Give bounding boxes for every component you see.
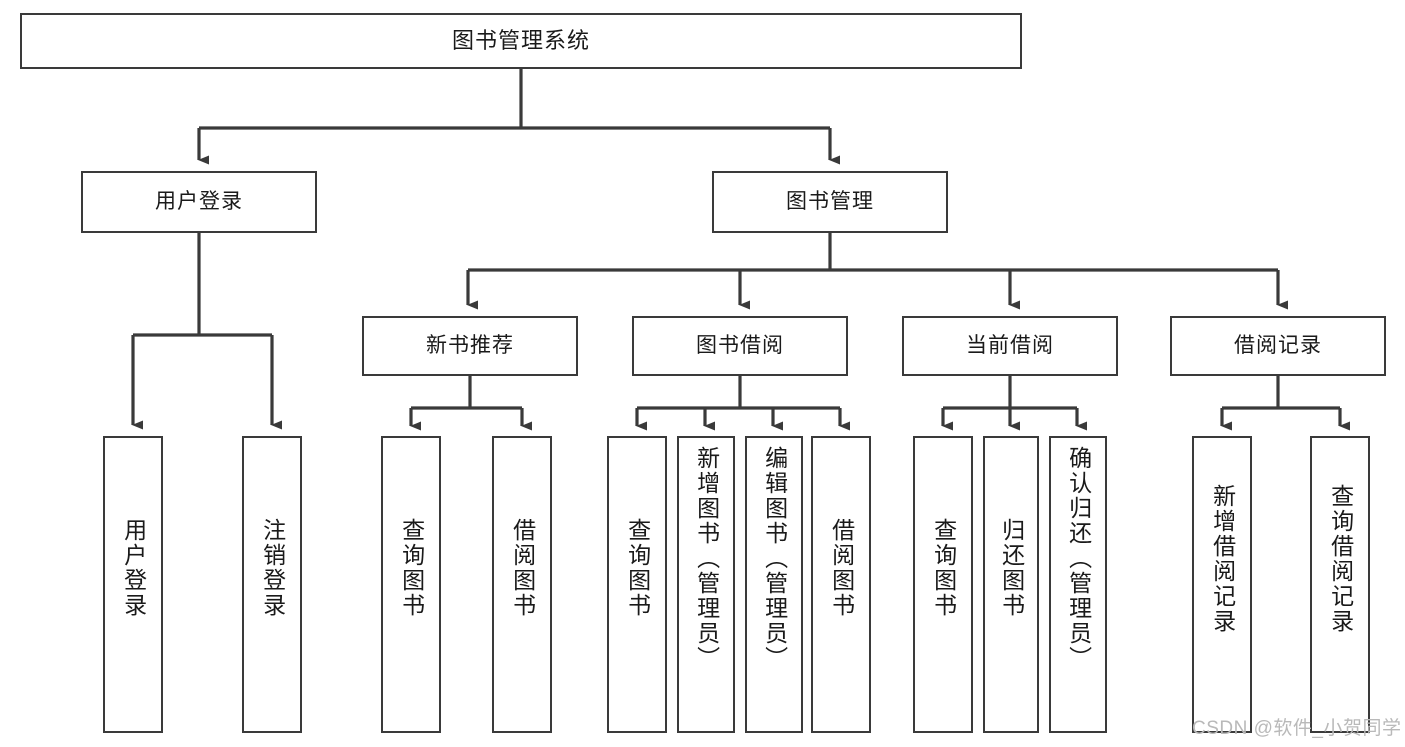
leaf-borrow-query-book[interactable]: 查询图书 [607,436,667,733]
leaf-record-query-borrow-record[interactable]: 查询借阅记录 [1310,436,1370,733]
node-label: 查询借阅记录 [1327,484,1354,634]
node-root-system[interactable]: 图书管理系统 [20,13,1022,69]
leaf-new-book-query-book[interactable]: 查询图书 [381,436,441,733]
node-label: 新增图书（管理员） [693,446,720,671]
leaf-current-return-book[interactable]: 归还图书 [983,436,1039,733]
node-label: 注销登录 [259,518,286,618]
leaf-user-login-login[interactable]: 用户登录 [103,436,163,733]
node-book-management[interactable]: 图书管理 [712,171,948,233]
node-label: 当前借阅 [966,333,1054,357]
node-label: 图书管理系统 [451,28,590,54]
node-label: 新增借阅记录 [1209,484,1236,634]
node-label: 借阅图书 [509,518,536,618]
leaf-borrow-edit-book-admin[interactable]: 编辑图书（管理员） [745,436,803,733]
node-label: 编辑图书（管理员） [761,446,788,671]
node-label: 用户登录 [120,518,147,618]
node-label: 图书借阅 [696,333,784,357]
node-label: 借阅记录 [1234,333,1322,357]
node-label: 借阅图书 [828,518,855,618]
node-label: 归还图书 [998,518,1025,618]
leaf-record-add-borrow-record[interactable]: 新增借阅记录 [1192,436,1252,733]
node-user-login[interactable]: 用户登录 [81,171,317,233]
node-label: 查询图书 [930,518,957,618]
leaf-user-login-logout[interactable]: 注销登录 [242,436,302,733]
node-label: 查询图书 [624,518,651,618]
node-new-book-recommend[interactable]: 新书推荐 [362,316,578,376]
node-label: 查询图书 [398,518,425,618]
leaf-borrow-add-book-admin[interactable]: 新增图书（管理员） [677,436,735,733]
leaf-borrow-borrow-book[interactable]: 借阅图书 [811,436,871,733]
leaf-current-query-book[interactable]: 查询图书 [913,436,973,733]
leaf-new-book-borrow-book[interactable]: 借阅图书 [492,436,552,733]
node-borrow-record[interactable]: 借阅记录 [1170,316,1386,376]
node-label: 图书管理 [786,189,874,213]
node-label: 新书推荐 [426,333,514,357]
node-current-borrow[interactable]: 当前借阅 [902,316,1118,376]
csdn-watermark: CSDN @软件_小贺同学 [1192,718,1402,739]
leaf-current-confirm-return-admin[interactable]: 确认归还（管理员） [1049,436,1107,733]
node-label: 确认归还（管理员） [1065,446,1092,671]
node-label: 用户登录 [155,189,243,213]
node-book-borrow[interactable]: 图书借阅 [632,316,848,376]
